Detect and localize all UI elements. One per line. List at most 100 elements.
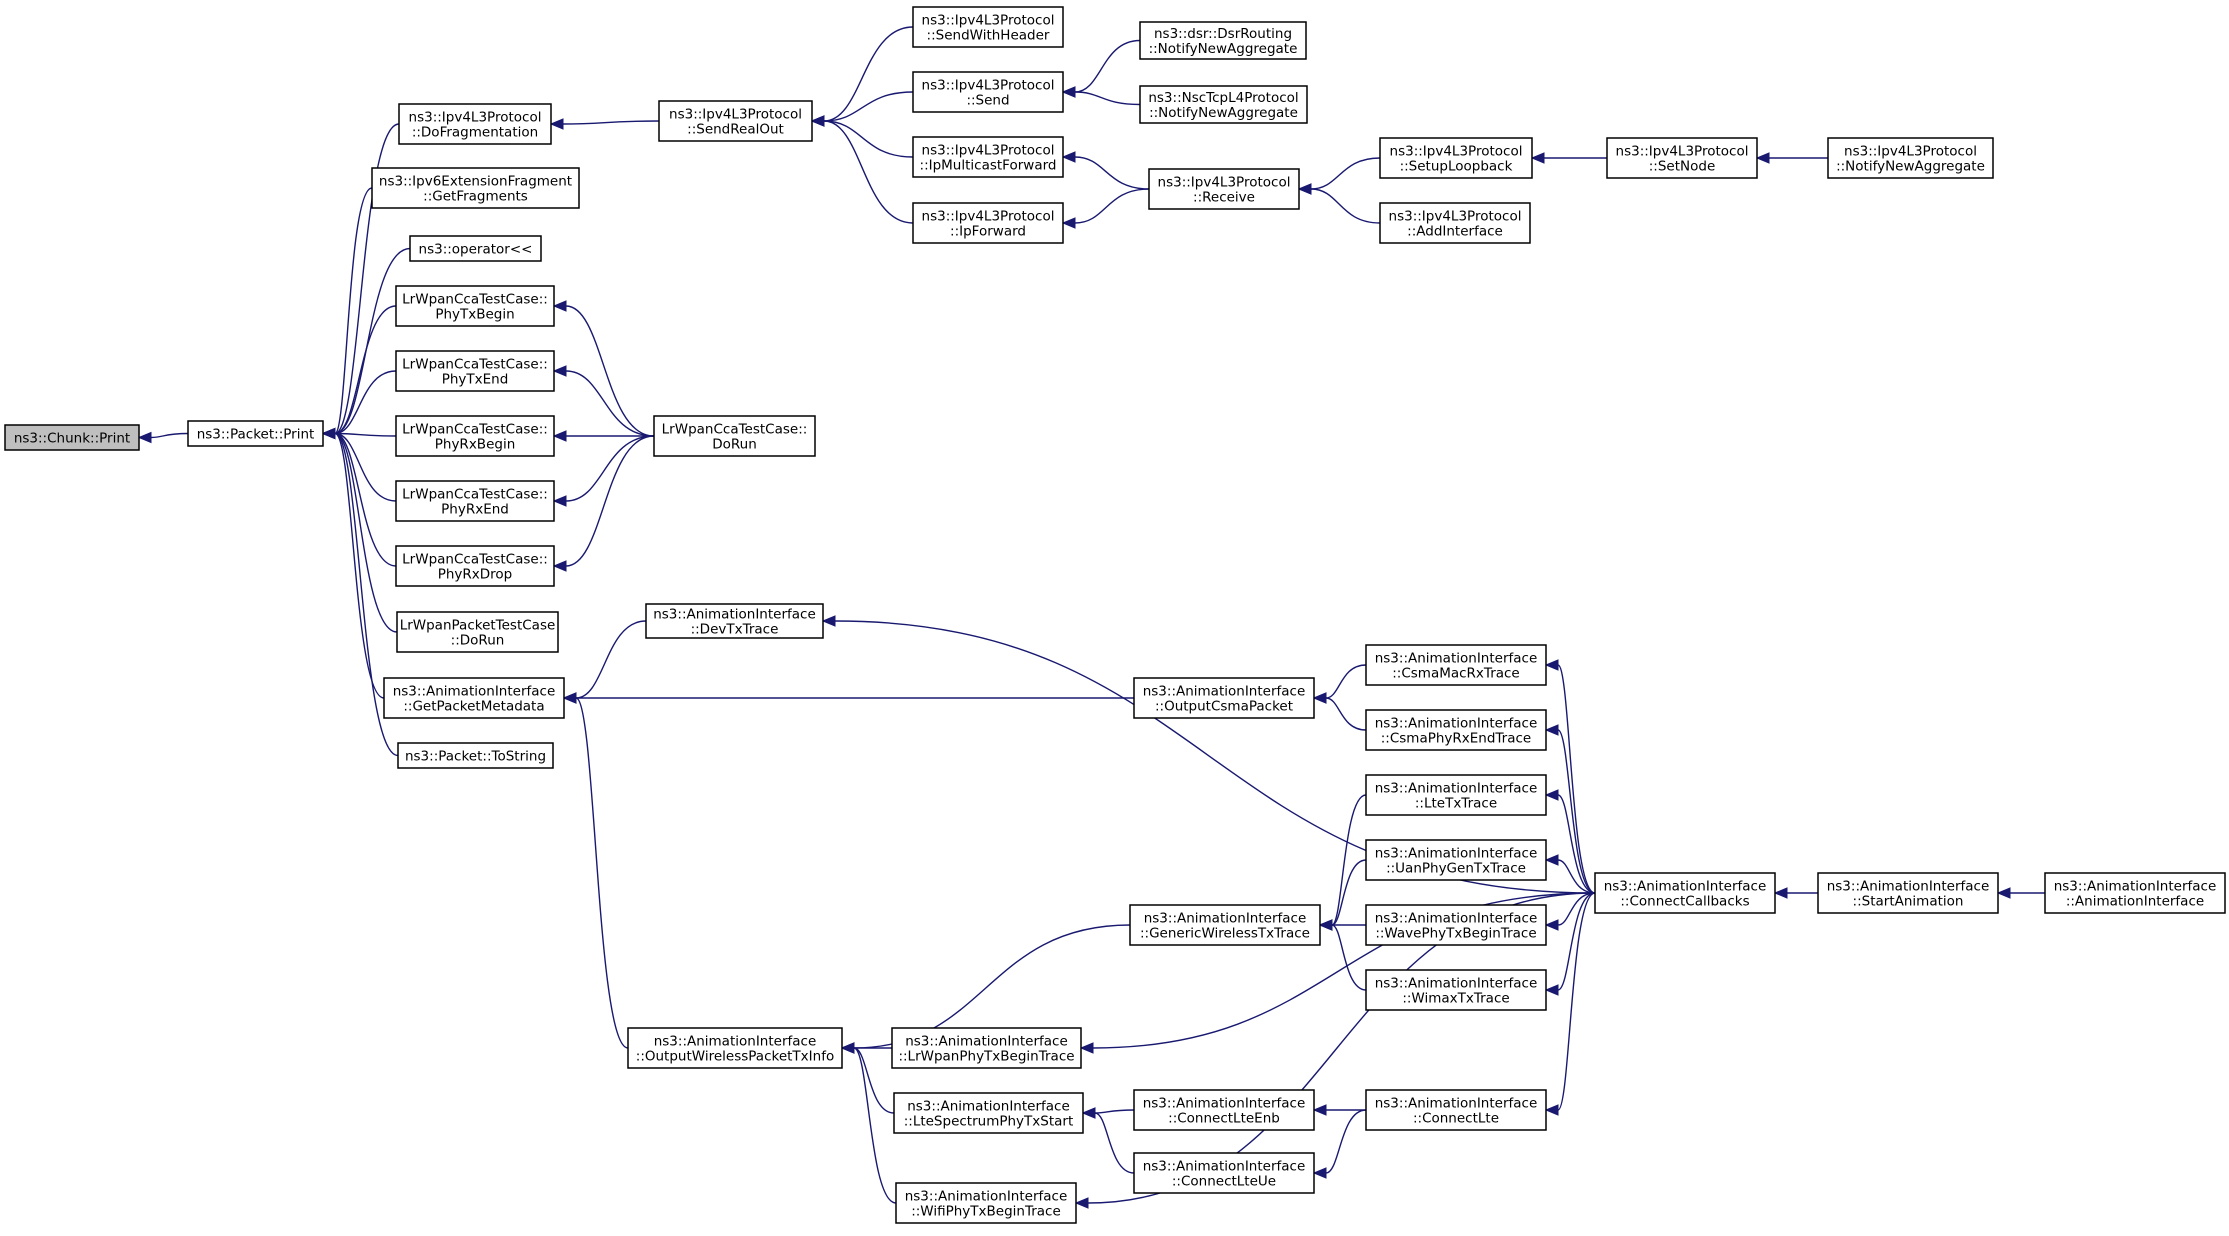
graph-node-ai-wifiphytx[interactable]: ns3::AnimationInterface::WifiPhyTxBeginT…	[895, 1182, 1077, 1224]
node-box	[395, 545, 555, 587]
call-edge	[1074, 39, 1141, 93]
graph-node-ai-lrwpanphytx[interactable]: ns3::AnimationInterface::LrWpanPhyTxBegi…	[891, 1027, 1082, 1069]
graph-node-ai-genericwireless[interactable]: ns3::AnimationInterface::GenericWireless…	[1129, 904, 1321, 946]
call-edge	[1557, 729, 1596, 894]
node-box	[893, 1092, 1084, 1134]
node-box	[1133, 1152, 1315, 1194]
graph-node-ipv4-sendrealout[interactable]: ns3::Ipv4L3Protocol::SendRealOut	[658, 100, 813, 142]
arrowhead-icon	[552, 365, 567, 377]
graph-node-lr-phyrxend[interactable]: LrWpanCcaTestCase::PhyRxEnd	[395, 480, 555, 522]
node-box	[398, 103, 552, 145]
graph-node-ai-ctor[interactable]: ns3::AnimationInterface::AnimationInterf…	[2044, 872, 2226, 914]
graph-node-ai-uanphygentx[interactable]: ns3::AnimationInterface::UanPhyGenTxTrac…	[1365, 839, 1547, 881]
graph-node-lr-packet-dorun[interactable]: LrWpanPacketTestCase::DoRun	[396, 611, 559, 653]
call-edge	[1331, 859, 1367, 926]
graph-node-ai-connectcallbacks[interactable]: ns3::AnimationInterface::ConnectCallback…	[1594, 872, 1776, 914]
node-box	[1365, 839, 1547, 881]
node-box	[912, 71, 1064, 113]
node-box	[1365, 969, 1547, 1011]
graph-node-ai-outputcsma[interactable]: ns3::AnimationInterface::OutputCsmaPacke…	[1133, 677, 1315, 719]
graph-node-ipv4-ipmulticast[interactable]: ns3::Ipv4L3Protocol::IpMulticastForward	[912, 136, 1064, 178]
call-edge	[1557, 892, 1596, 1111]
node-label: ns3::AnimationInterface	[1375, 1096, 1538, 1112]
node-box	[1827, 137, 1994, 179]
node-label: ::OutputCsmaPacket	[1155, 699, 1293, 715]
call-edge	[575, 697, 629, 1049]
graph-node-ai-csmaphyrxend[interactable]: ns3::AnimationInterface::CsmaPhyRxEndTra…	[1365, 709, 1547, 751]
graph-node-ai-devtxtrace[interactable]: ns3::AnimationInterface::DevTxTrace	[645, 603, 824, 639]
graph-node-ai-getpacketmeta[interactable]: ns3::AnimationInterface::GetPacketMetada…	[383, 677, 565, 719]
graph-node-ai-ltetx[interactable]: ns3::AnimationInterface::LteTxTrace	[1365, 774, 1547, 816]
graph-node-ipv4-addinterface[interactable]: ns3::Ipv4L3Protocol::AddInterface	[1379, 202, 1531, 244]
arrowhead-icon	[1061, 217, 1076, 229]
node-label: LrWpanCcaTestCase::	[402, 552, 548, 568]
graph-node-ipv4-setuploopback[interactable]: ns3::Ipv4L3Protocol::SetupLoopback	[1379, 137, 1533, 179]
node-label: ::ConnectLteUe	[1172, 1174, 1276, 1190]
graph-node-operator-ll[interactable]: ns3::operator<<	[409, 235, 542, 262]
graph-node-packet-print[interactable]: ns3::Packet::Print	[187, 420, 324, 447]
node-box	[4, 424, 140, 451]
graph-node-ai-wimaxtx[interactable]: ns3::AnimationInterface::WimaxTxTrace	[1365, 969, 1547, 1011]
call-edge	[1557, 664, 1596, 894]
graph-node-lr-phyrxdrop[interactable]: LrWpanCcaTestCase::PhyRxDrop	[395, 545, 555, 587]
call-edge	[1557, 859, 1596, 894]
node-label: ::SetNode	[1649, 159, 1716, 175]
node-label: ::ConnectCallbacks	[1620, 894, 1749, 910]
graph-node-ipv4-dofrag[interactable]: ns3::Ipv4L3Protocol::DoFragmentation	[398, 103, 552, 145]
graph-node-ipv4-setnode[interactable]: ns3::Ipv4L3Protocol::SetNode	[1606, 137, 1758, 179]
graph-node-nsctcp-notify[interactable]: ns3::NscTcpL4Protocol::NotifyNewAggregat…	[1139, 85, 1308, 124]
graph-node-ai-csmamacrx[interactable]: ns3::AnimationInterface::CsmaMacRxTrace	[1365, 644, 1547, 686]
node-label: ::SendWithHeader	[927, 28, 1050, 44]
node-box	[395, 480, 555, 522]
graph-node-ai-connectlteenb[interactable]: ns3::AnimationInterface::ConnectLteEnb	[1133, 1089, 1315, 1131]
graph-node-ai-wavephytx[interactable]: ns3::AnimationInterface::WavePhyTxBeginT…	[1365, 904, 1547, 946]
node-label: ns3::AnimationInterface	[1144, 911, 1307, 927]
node-box	[912, 6, 1064, 48]
node-box	[627, 1027, 843, 1069]
node-label: ns3::Ipv4L3Protocol	[922, 13, 1055, 29]
node-box	[383, 677, 565, 719]
node-box	[395, 415, 555, 457]
node-label: ns3::AnimationInterface	[907, 1099, 1070, 1115]
graph-node-ipv4-receive[interactable]: ns3::Ipv4L3Protocol::Receive	[1148, 168, 1300, 210]
graph-node-ipv4-send[interactable]: ns3::Ipv4L3Protocol::Send	[912, 71, 1064, 113]
graph-node-lr-phytxbegin[interactable]: LrWpanCcaTestCase::PhyTxBegin	[395, 285, 555, 327]
graph-node-ipv4-sendwithheader[interactable]: ns3::Ipv4L3Protocol::SendWithHeader	[912, 6, 1064, 48]
call-edge	[1074, 156, 1150, 190]
call-edge	[1325, 664, 1367, 699]
node-box	[1365, 644, 1547, 686]
node-label: ::AnimationInterface	[2066, 894, 2204, 910]
graph-node-dsr-notify[interactable]: ns3::dsr::DsrRouting::NotifyNewAggregate	[1139, 21, 1307, 60]
graph-node-ai-ltespectrum[interactable]: ns3::AnimationInterface::LteSpectrumPhyT…	[893, 1092, 1084, 1134]
graph-node-lr-phyrxbegin[interactable]: LrWpanCcaTestCase::PhyRxBegin	[395, 415, 555, 457]
graph-node-ipv6-getfrag[interactable]: ns3::Ipv6ExtensionFragment::GetFragments	[371, 167, 580, 209]
graph-node-lr-phytxend[interactable]: LrWpanCcaTestCase::PhyTxEnd	[395, 350, 555, 392]
node-label: ::WimaxTxTrace	[1402, 991, 1509, 1007]
call-edge	[334, 432, 397, 437]
call-edge	[823, 120, 914, 158]
node-label: ns3::AnimationInterface	[1827, 879, 1990, 895]
call-edge	[334, 432, 385, 699]
graph-node-ai-connectlteue[interactable]: ns3::AnimationInterface::ConnectLteUe	[1133, 1152, 1315, 1194]
graph-node-ai-outputwireless[interactable]: ns3::AnimationInterface::OutputWirelessP…	[627, 1027, 843, 1069]
graph-node-lr-cca-dorun[interactable]: LrWpanCcaTestCase::DoRun	[653, 415, 816, 457]
node-label: ns3::Ipv4L3Protocol	[1844, 144, 1977, 160]
arrowhead-icon	[552, 495, 567, 507]
call-edge	[823, 26, 914, 122]
graph-node-ipv4-notifynewagg[interactable]: ns3::Ipv4L3Protocol::NotifyNewAggregate	[1827, 137, 1994, 179]
node-box	[1148, 168, 1300, 210]
call-edge	[853, 1047, 895, 1114]
call-edge	[575, 620, 647, 699]
graph-node-chunk-print[interactable]: ns3::Chunk::Print	[4, 424, 140, 451]
node-box	[187, 420, 324, 447]
node-label: ns3::AnimationInterface	[1375, 651, 1538, 667]
graph-node-ai-connectlte[interactable]: ns3::AnimationInterface::ConnectLte	[1365, 1089, 1547, 1131]
call-edge	[150, 432, 189, 439]
call-edge	[334, 432, 397, 567]
node-box	[895, 1182, 1077, 1224]
graph-node-ai-startanimation[interactable]: ns3::AnimationInterface::StartAnimation	[1817, 872, 1999, 914]
graph-node-packet-tostring[interactable]: ns3::Packet::ToString	[397, 742, 554, 769]
graph-node-ipv4-ipforward[interactable]: ns3::Ipv4L3Protocol::IpForward	[912, 202, 1064, 244]
arrowhead-icon	[1544, 984, 1559, 996]
node-label: ::DevTxTrace	[691, 622, 779, 638]
